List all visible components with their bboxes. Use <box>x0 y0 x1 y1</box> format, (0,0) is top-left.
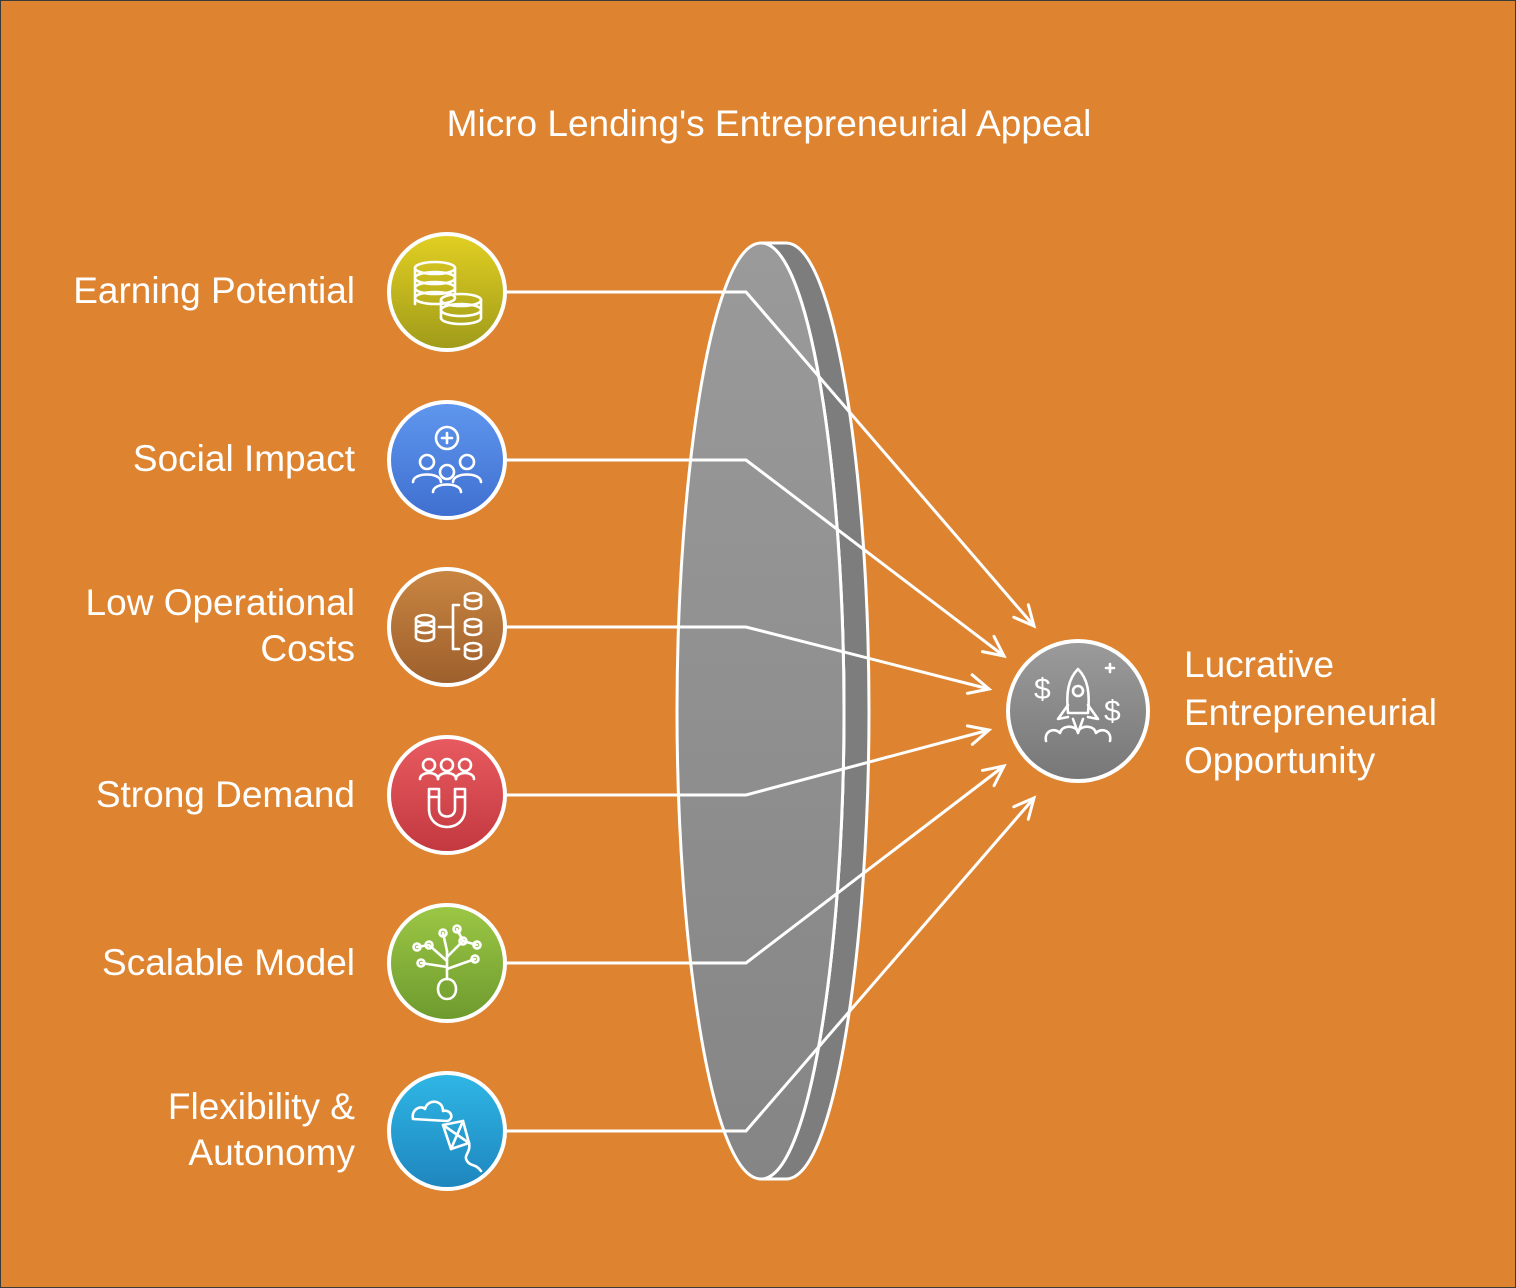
coin-stacks-icon <box>413 260 483 326</box>
node-circle <box>1006 639 1150 783</box>
factor-node <box>387 735 507 855</box>
arrowhead <box>965 673 993 695</box>
community-plus-icon <box>411 425 483 494</box>
connector-line <box>505 764 1005 965</box>
lens <box>675 241 871 1181</box>
outcome-circle: $$ <box>1006 639 1150 783</box>
people-magnet-icon <box>418 757 476 829</box>
factor-node <box>387 400 507 520</box>
node-circle <box>387 1071 507 1191</box>
connectors <box>505 290 1037 1133</box>
connector-line <box>505 290 1036 627</box>
lens-front-face <box>675 241 846 1181</box>
svg-text:$: $ <box>1034 673 1051 706</box>
connector-line <box>505 728 990 797</box>
arrowhead <box>1012 603 1037 629</box>
connector-line <box>505 458 1005 658</box>
node-circle <box>387 735 507 855</box>
factor-node <box>387 1071 507 1191</box>
outcome-label: Lucrative Entrepreneurial Opportunity <box>1184 644 1437 781</box>
arrowhead <box>980 634 1007 659</box>
node-circle <box>387 400 507 520</box>
factor-node <box>387 567 507 687</box>
factor-label-social-impact: Social Impact <box>132 438 355 479</box>
factor-label-low-operational-costs: Low Operational Costs <box>85 582 355 669</box>
factor-node <box>387 903 507 1023</box>
connector-line <box>505 797 1036 1133</box>
database-cost-icon <box>414 591 483 661</box>
factor-label-earning-potential: Earning Potential <box>73 270 355 311</box>
diagram-title: Micro Lending's Entrepreneurial Appeal <box>446 103 1092 144</box>
factor-nodes <box>387 232 507 1191</box>
factor-label-flexibility-autonomy: Flexibility & Autonomy <box>167 1086 355 1173</box>
factor-label-scalable-model: Scalable Model <box>102 942 355 983</box>
arrowhead <box>1012 795 1037 821</box>
outcome-node: $$ <box>1006 639 1150 783</box>
factor-label-strong-demand: Strong Demand <box>95 774 355 815</box>
arrowhead <box>980 763 1007 788</box>
svg-text:$: $ <box>1104 695 1121 728</box>
connector-line <box>505 625 990 691</box>
growing-tree-icon <box>412 924 482 1001</box>
rocket-money-icon: $$ <box>1034 662 1121 743</box>
kite-cloud-icon <box>411 1100 483 1173</box>
arrowhead <box>965 724 993 746</box>
factor-node <box>387 232 507 352</box>
